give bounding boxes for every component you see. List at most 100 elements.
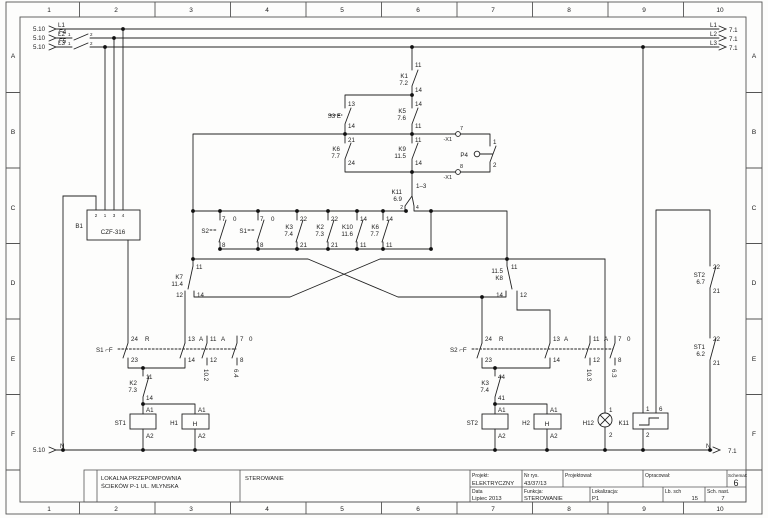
junction-dot	[641, 45, 645, 49]
s2a-t14: 14	[553, 357, 560, 364]
h2-sym: H	[545, 421, 550, 428]
b1-t2: 2	[95, 213, 98, 218]
column-label-bottom-2: 2	[114, 506, 118, 513]
s2c-t7: 7	[222, 216, 226, 223]
s1a-ref2: 6.4	[232, 369, 239, 378]
l3-left-label: L3	[58, 40, 65, 47]
k5-ref: 7.6	[397, 115, 406, 122]
s2a-r: R	[499, 336, 504, 343]
s1a-ref1: 10.2	[202, 369, 209, 382]
junction-dot	[429, 247, 433, 251]
row-label-left-C: C	[11, 205, 16, 212]
lamp-relay-branch-wiring	[604, 46, 717, 451]
column-label-top-3: 3	[189, 7, 193, 14]
f4-label: F4	[59, 29, 67, 36]
st2-coil-box	[481, 413, 509, 430]
sheet-count-label: Lb. sch	[665, 489, 681, 495]
k2-ref: 7.3	[128, 387, 137, 394]
k8-ref: 11.5	[491, 268, 503, 275]
l3-right-label: L3	[710, 40, 717, 47]
s1a-t24: 24	[131, 336, 138, 343]
k10c-name: K10	[342, 224, 354, 231]
s1a-name: S1 ⌐F	[96, 347, 113, 354]
column-label-top-2: 2	[114, 7, 118, 14]
column-label-top-9: 9	[642, 7, 646, 14]
title-block-dividers	[96, 470, 746, 502]
k10c-t14: 14	[360, 216, 367, 223]
s2a-a1: A	[564, 336, 569, 343]
k2c-t22: 22	[331, 216, 338, 223]
junction-dot	[295, 209, 299, 213]
st1t-name: ST1	[694, 344, 706, 351]
junction-dot	[218, 209, 222, 213]
junction-dot	[410, 170, 414, 174]
k5-t14: 14	[415, 101, 422, 108]
column-label-bottom-4: 4	[265, 506, 269, 513]
p4-t1: 1	[493, 139, 497, 146]
junction-dot	[103, 45, 107, 49]
k9-ref: 11.5	[394, 153, 406, 160]
drawing-no-label: Nr rys.	[524, 473, 539, 479]
b1-type: CZF-316	[101, 229, 126, 236]
s1a-t12: 12	[210, 357, 217, 364]
l2-right-label: L2	[710, 31, 717, 38]
s2a-name: S2 ⌐F	[450, 347, 467, 354]
k3-t41: 41	[498, 395, 505, 402]
f5-t2: 2	[90, 41, 93, 46]
l2-right-ref: 7.1	[729, 36, 738, 43]
column-label-top-7: 7	[491, 7, 495, 14]
st2-name: ST2	[467, 420, 479, 427]
date-label: Data	[472, 489, 483, 495]
st2t-ref: 6.7	[696, 279, 705, 286]
column-label-bottom-8: 8	[567, 506, 571, 513]
h1-a1: A1	[198, 407, 206, 414]
schema-no: 6	[733, 478, 738, 488]
location-value: P1	[592, 496, 599, 502]
l2-left-label: L2	[58, 31, 65, 38]
k6u-t24: 24	[348, 160, 355, 167]
k3c-ref: 7.4	[284, 231, 293, 238]
column-label-top-10: 10	[716, 7, 724, 14]
k7-t12: 12	[176, 292, 183, 299]
k6u-ref: 7.7	[331, 153, 340, 160]
s2c-t0: 0	[233, 216, 237, 223]
function-label: Funkcja:	[524, 489, 543, 495]
k1-t14: 14	[415, 87, 422, 94]
project-value: ELEKTRYCZNY	[472, 481, 514, 487]
h2-a1: A1	[550, 407, 558, 414]
mechanical-linkage-dashed	[117, 114, 614, 350]
f4-t2: 2	[90, 32, 93, 37]
k9-t11: 11	[415, 137, 422, 144]
k11-impulse-step-icon	[639, 417, 659, 426]
st2t-t21: 21	[713, 288, 720, 295]
s1c-t7: 7	[260, 216, 264, 223]
column-label-bottom-10: 10	[716, 506, 724, 513]
k2-t11: 11	[146, 374, 153, 381]
st1t-t21: 21	[713, 360, 720, 367]
row-label-left-B: B	[11, 129, 15, 136]
column-label-bottom-6: 6	[416, 506, 420, 513]
k8-t12: 12	[520, 292, 527, 299]
st2-a1: A1	[498, 407, 506, 414]
column-label-bottom-9: 9	[642, 506, 646, 513]
prepared-label: Opracował:	[645, 473, 670, 479]
st2-a2: A2	[498, 433, 506, 440]
h2-a2: A2	[550, 433, 558, 440]
k1-ref: 7.2	[399, 80, 408, 87]
s1c-t8: 8	[260, 242, 264, 249]
contact-row-wiring	[192, 210, 432, 250]
k3-t44: 44	[498, 374, 505, 381]
k3c-t22: 22	[300, 216, 307, 223]
junction-dot	[256, 209, 260, 213]
junction-dot	[480, 295, 484, 299]
s1a-t7: 7	[240, 336, 244, 343]
drawing-no-value: 43/37/13	[524, 481, 547, 487]
k9-name: K9	[398, 146, 406, 153]
k2-name: K2	[129, 380, 137, 387]
rail-arrows	[48, 25, 728, 454]
schema-label: Schemat:	[728, 473, 747, 478]
st1-coil-box	[129, 413, 157, 430]
k11-t6: 6	[659, 406, 663, 413]
